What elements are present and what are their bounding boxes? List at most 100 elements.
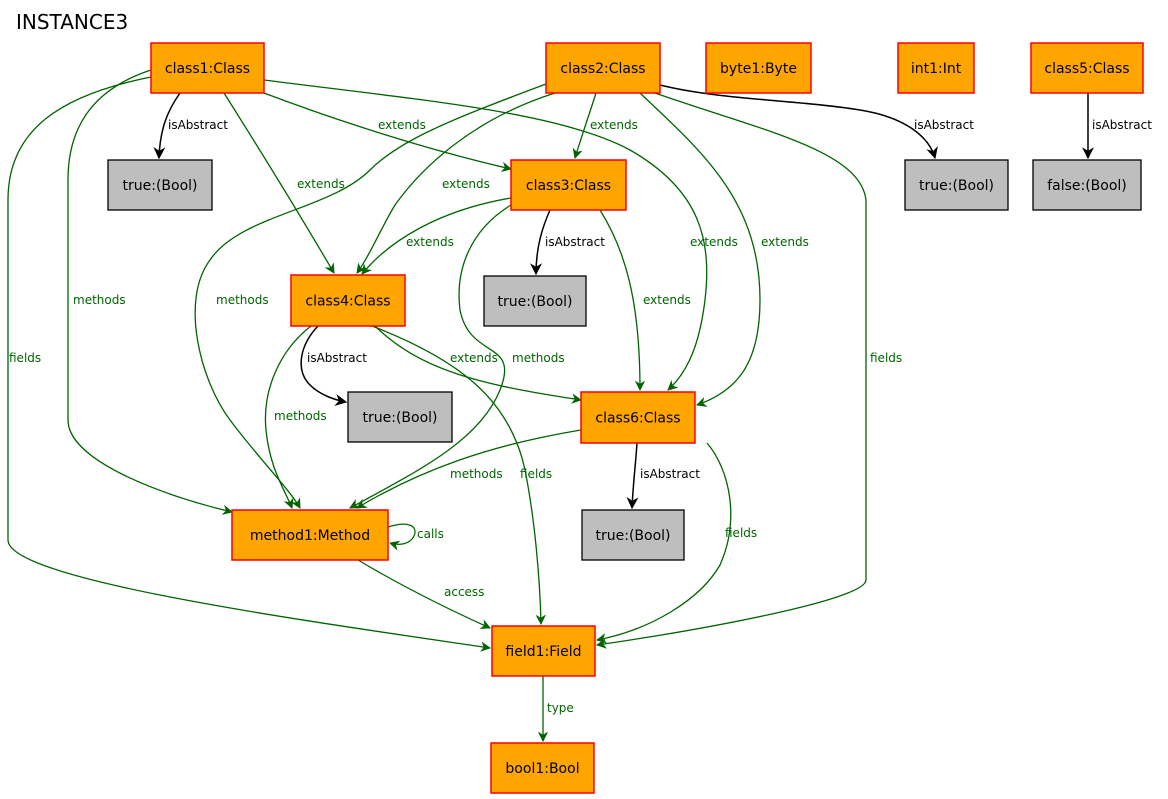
edge-class2-extends-class3: [572, 92, 597, 159]
edge-class1-methods-method1: [67, 69, 234, 515]
edge-method1-calls-method1: [387, 523, 416, 551]
edge-class4-fields-field1: [371, 325, 546, 626]
node-label-class4: class4:Class: [305, 294, 390, 310]
edge-class3-extends-class6: [599, 209, 646, 392]
edge-class4-methods-method1: [264, 325, 312, 509]
diagram-title: INSTANCE3: [16, 10, 129, 34]
edge-label-e3: extends: [297, 177, 345, 191]
edge-label-e5: methods: [73, 293, 126, 307]
edge-label-e13: isAbstract: [1092, 118, 1152, 132]
edge-label-e17: methods: [512, 351, 565, 365]
edge-label-e6: fields: [9, 351, 41, 365]
node-box-f5: [1032, 159, 1142, 211]
edge-label-e9: isAbstract: [914, 118, 974, 132]
node-int1: int1:Int: [897, 42, 975, 94]
node-field1: field1:Field: [491, 625, 596, 677]
edge-label-e11: methods: [216, 293, 269, 307]
node-box-int1: [897, 42, 975, 94]
edge-class2-methods-method1: [194, 83, 547, 509]
node-class6: class6:Class: [580, 391, 696, 444]
node-label-t3: true:(Bool): [363, 410, 438, 426]
edge-label-e14: extends: [406, 235, 454, 249]
node-box-class3: [510, 159, 627, 211]
edge-label-e2: extends: [378, 118, 426, 132]
node-label-class3: class3:Class: [526, 178, 611, 194]
node-label-bool1: bool1:Bool: [505, 761, 579, 777]
edge-label-e21: fields: [520, 467, 552, 481]
node-t2: true:(Bool): [904, 159, 1009, 211]
node-f5: false:(Bool): [1032, 159, 1142, 211]
node-bool1: bool1:Bool: [490, 742, 595, 794]
edge-class1-extends-class4: [223, 92, 335, 274]
node-t4: true:(Bool): [483, 275, 587, 327]
node-byte1: byte1:Byte: [705, 42, 812, 94]
edge-class4-isabstract-t3: [300, 325, 348, 406]
node-method1: method1:Method: [231, 509, 389, 561]
edge-class2-fields-field1: [595, 92, 867, 649]
node-label-int1: int1:Int: [911, 61, 962, 77]
edge-label-e26: access: [444, 585, 484, 599]
node-class4: class4:Class: [290, 274, 406, 327]
node-box-t6: [581, 509, 685, 561]
node-label-class6: class6:Class: [595, 411, 680, 427]
node-box-t4: [483, 275, 587, 327]
edge-class3-methods-method1: [349, 204, 512, 509]
edge-label-e10: extends: [761, 235, 809, 249]
node-class1: class1:Class: [150, 42, 265, 94]
edge-label-e22: methods: [450, 467, 503, 481]
edge-label-e1: isAbstract: [168, 118, 228, 132]
node-box-byte1: [705, 42, 812, 94]
edge-label-e25: calls: [417, 527, 444, 541]
node-label-class5: class5:Class: [1044, 61, 1129, 77]
node-label-t2: true:(Bool): [919, 178, 994, 194]
node-label-t1: true:(Bool): [123, 178, 198, 194]
edge-class2-isabstract-t2: [659, 84, 938, 160]
node-box-class6: [580, 391, 696, 444]
edge-label-e23: isAbstract: [640, 467, 700, 481]
edge-class1-extends-class3: [263, 92, 513, 172]
edge-class3-extends-class4: [361, 197, 512, 275]
node-box-t3: [347, 391, 453, 443]
node-t6: true:(Bool): [581, 509, 685, 561]
node-t3: true:(Bool): [347, 391, 453, 443]
node-class3: class3:Class: [510, 159, 627, 211]
node-label-method1: method1:Method: [250, 528, 370, 544]
edge-class2-extends-class4: [356, 92, 556, 274]
node-box-method1: [231, 509, 389, 561]
edge-class6-methods-method1: [356, 429, 582, 509]
edge-class6-isabstract-t6: [626, 442, 639, 510]
edge-class1-extends-class6: [263, 79, 708, 391]
edge-class6-fields-field1: [595, 442, 732, 644]
node-label-f5: false:(Bool): [1047, 178, 1127, 194]
edge-label-e27: type: [547, 701, 574, 715]
node-label-field1: field1:Field: [505, 644, 581, 660]
edge-label-e24: fields: [725, 526, 757, 540]
node-box-t1: [107, 159, 213, 211]
node-label-t4: true:(Bool): [498, 294, 573, 310]
edge-label-e20: extends: [450, 351, 498, 365]
node-class5: class5:Class: [1030, 42, 1144, 94]
edge-label-e16: extends: [643, 293, 691, 307]
edge-class3-isabstract-t4: [530, 209, 551, 276]
edge-label-e18: isAbstract: [307, 351, 367, 365]
edge-label-e8: extends: [442, 177, 490, 191]
edge-label-e4: extends: [690, 235, 738, 249]
node-label-byte1: byte1:Byte: [720, 61, 797, 77]
edge-class4-extends-class6: [374, 325, 583, 404]
node-box-field1: [491, 625, 596, 677]
node-label-class1: class1:Class: [165, 61, 250, 77]
node-label-class2: class2:Class: [560, 61, 645, 77]
edge-label-e7: extends: [590, 118, 638, 132]
edge-label-e15: isAbstract: [545, 235, 605, 249]
edge-class1-isabstract-t1: [153, 92, 181, 160]
node-label-t6: true:(Bool): [596, 528, 671, 544]
edge-class1-fields-field1: [7, 76, 492, 652]
edge-class2-extends-class6: [639, 92, 761, 407]
edge-label-e12: fields: [870, 351, 902, 365]
node-box-class2: [545, 42, 661, 94]
edge-method1-access-field1: [357, 559, 491, 629]
edge-label-e19: methods: [274, 409, 327, 423]
node-box-class1: [150, 42, 265, 94]
